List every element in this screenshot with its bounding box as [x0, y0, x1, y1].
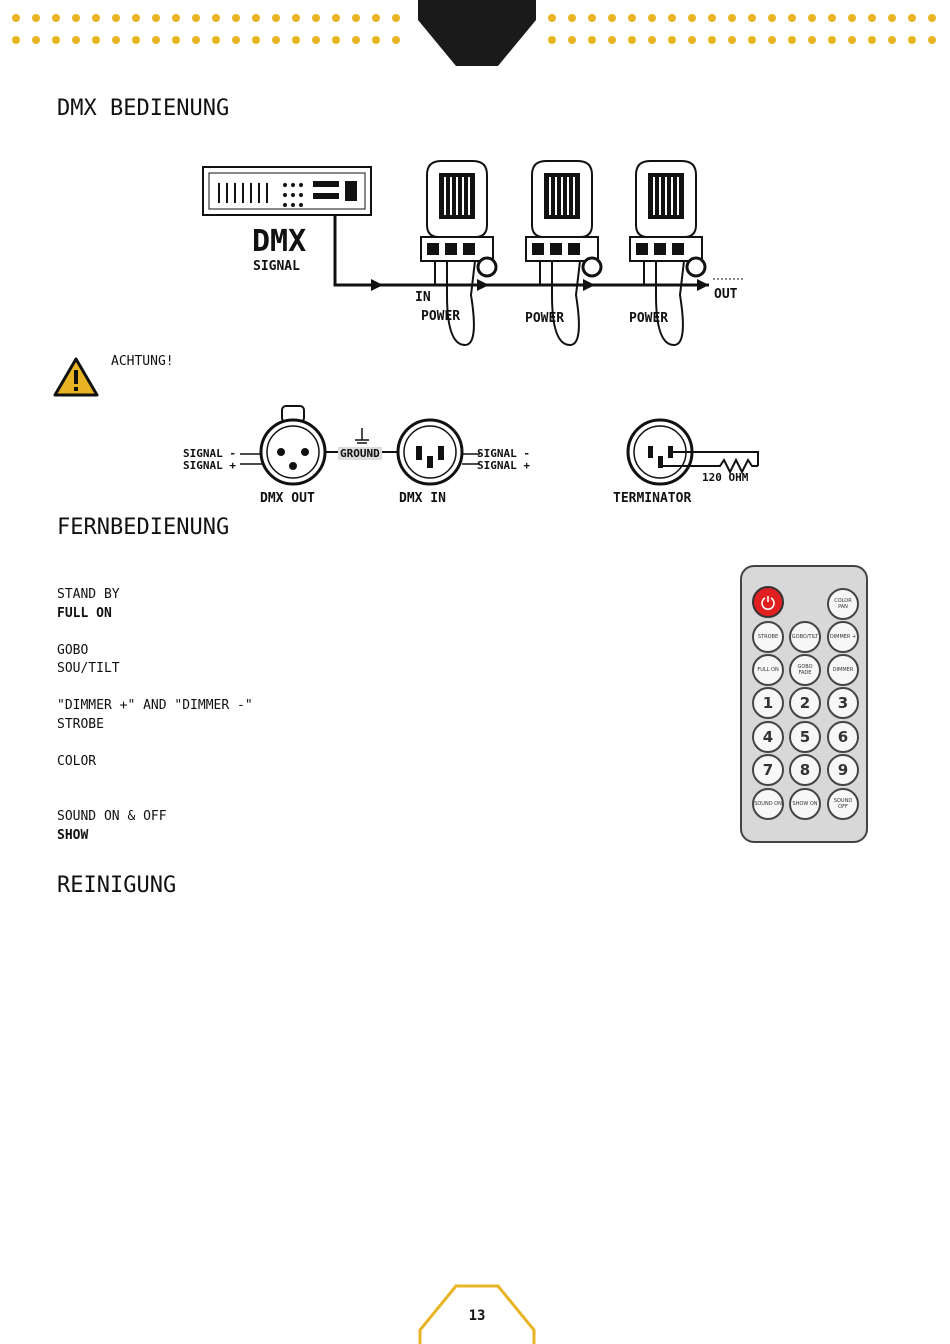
- xlr-connector-diagram: [240, 405, 759, 486]
- remote-item-color: COLOR: [57, 754, 97, 769]
- ohm-label: 120 OHM: [702, 471, 749, 484]
- dmx-in-label: IN: [415, 290, 431, 305]
- show-on-button[interactable]: SHOW ON: [789, 788, 821, 820]
- number-button-6[interactable]: 6: [827, 721, 859, 753]
- dmx-connection-diagram: [202, 160, 743, 347]
- signal-plus-right: SIGNAL +: [477, 459, 530, 472]
- number-button-1[interactable]: 1: [752, 687, 784, 719]
- dmx-in-connector-label: DMX IN: [399, 491, 446, 506]
- remote-item-show: SHOW: [57, 828, 89, 843]
- signal-minus-right: SIGNAL -: [477, 447, 530, 460]
- sound-off-button[interactable]: SOUND OFF: [827, 788, 859, 820]
- strobe-button[interactable]: STROBE: [752, 621, 784, 653]
- warning-label: ACHTUNG!: [111, 354, 174, 369]
- remote-item-gobo: GOBO: [57, 643, 89, 658]
- dmx-section-title: DMX BEDIENUNG: [57, 96, 230, 121]
- full-on-button[interactable]: FULL ON: [752, 654, 784, 686]
- dmx-out-label: OUT: [714, 287, 738, 302]
- terminator-label: TERMINATOR: [613, 491, 692, 506]
- signal-plus-left: SIGNAL +: [183, 459, 236, 472]
- page-number-hexagon: [418, 1284, 536, 1344]
- dmx-big-label: DMX: [252, 224, 307, 259]
- number-button-7[interactable]: 7: [752, 754, 784, 786]
- page-number: 13: [468, 1308, 486, 1324]
- remote-item-sou-tilt: SOU/TILT: [57, 661, 120, 676]
- signal-minus-left: SIGNAL -: [183, 447, 236, 460]
- top-dots-right: [548, 14, 948, 44]
- power-icon: [761, 596, 775, 610]
- warning-icon: [53, 357, 99, 397]
- power-label-2: POWER: [525, 311, 565, 326]
- number-button-3[interactable]: 3: [827, 687, 859, 719]
- cleaning-section-title: REINIGUNG: [57, 873, 177, 898]
- ground-label: GROUND: [338, 447, 382, 460]
- gobo-tilt-button[interactable]: GOBO/TILT: [789, 621, 821, 653]
- top-dots-left: [12, 14, 412, 44]
- remote-item-standby: STAND BY: [57, 587, 120, 602]
- dmx-signal-label: SIGNAL: [253, 259, 300, 274]
- remote-section-title: FERNBEDIENUNG: [57, 515, 230, 540]
- number-button-4[interactable]: 4: [752, 721, 784, 753]
- color-pan-button[interactable]: COLOR PAN: [827, 588, 859, 620]
- remote-item-full-on: FULL ON: [57, 606, 112, 621]
- remote-item-dimmer: "DIMMER +" AND "DIMMER -": [57, 698, 253, 713]
- gobo-fade-button[interactable]: GOBO FADE: [789, 654, 821, 686]
- number-button-8[interactable]: 8: [789, 754, 821, 786]
- number-button-5[interactable]: 5: [789, 721, 821, 753]
- remote-item-strobe: STROBE: [57, 717, 104, 732]
- dimmer-button[interactable]: DIMMER: [827, 654, 859, 686]
- dmx-out-connector-label: DMX OUT: [260, 491, 315, 506]
- dimmer-plus-button[interactable]: DIMMER +: [827, 621, 859, 653]
- number-button-2[interactable]: 2: [789, 687, 821, 719]
- power-label-3: POWER: [629, 311, 669, 326]
- power-button[interactable]: [752, 586, 784, 618]
- power-label-1: POWER: [421, 309, 461, 324]
- top-hexagon-decoration: [418, 0, 536, 66]
- number-button-9[interactable]: 9: [827, 754, 859, 786]
- sound-on-button[interactable]: SOUND ON: [752, 788, 784, 820]
- remote-item-sound: SOUND ON & OFF: [57, 809, 167, 824]
